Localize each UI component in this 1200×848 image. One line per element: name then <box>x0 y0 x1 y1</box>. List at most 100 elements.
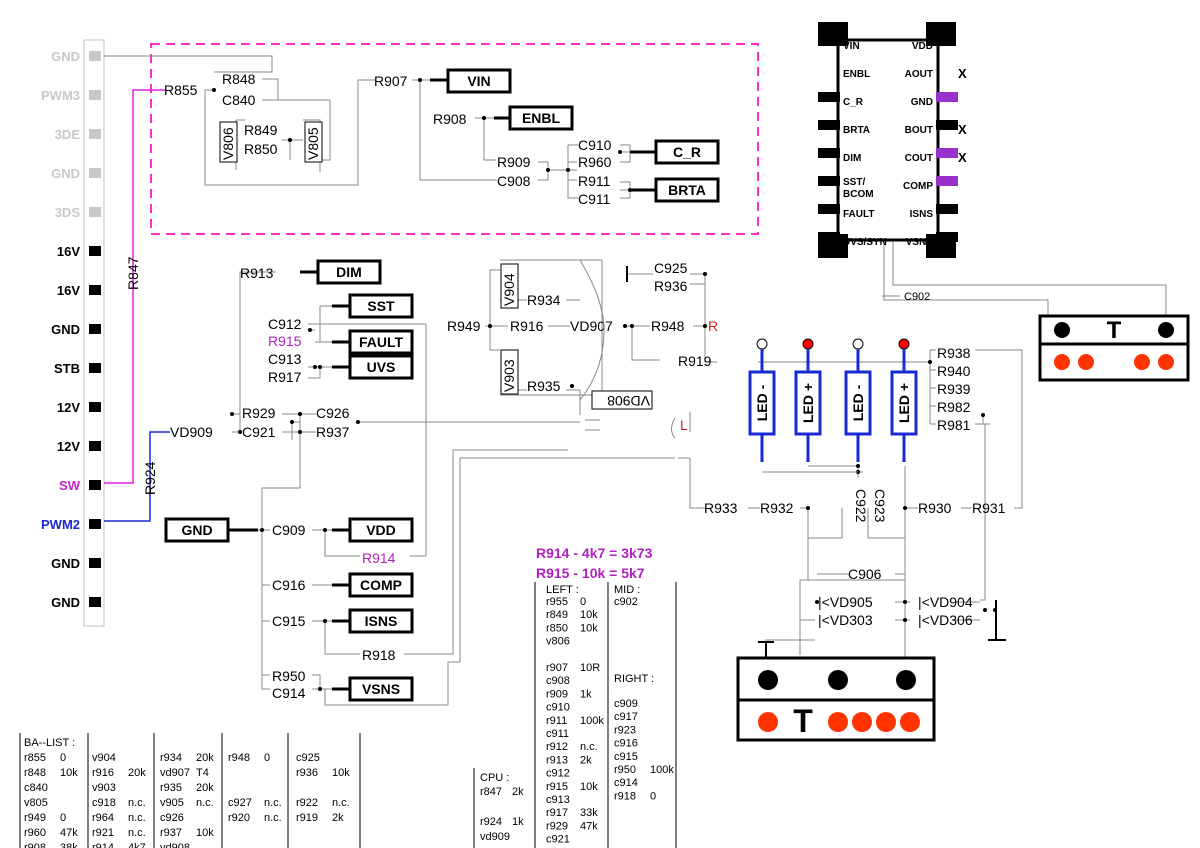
connector-pin-label: STB <box>54 361 80 376</box>
bom-value: T4 <box>196 767 209 779</box>
bom-value: 10k <box>580 622 598 634</box>
svg-text:R934: R934 <box>527 292 561 308</box>
bom-value: 38k <box>60 842 78 848</box>
connector-strip: GNDPWM33DEGND3DS16V16VGNDSTB12V12VSWPWM2… <box>41 39 105 627</box>
led-terminal-dot <box>852 338 864 350</box>
svg-text:T: T <box>793 703 813 739</box>
ic-pin <box>936 232 958 242</box>
bom-ref: r848 <box>24 767 46 779</box>
svg-text:R982: R982 <box>937 399 971 415</box>
svg-text:16: 16 <box>934 28 948 42</box>
led-label: LED - <box>850 384 866 421</box>
svg-text:R935: R935 <box>527 378 561 394</box>
c-r-box: C_R <box>630 139 720 165</box>
svg-text:RIGHT :: RIGHT : <box>614 673 654 685</box>
bom-ref: r849 <box>546 609 568 621</box>
svg-text:GND: GND <box>181 522 212 538</box>
dashed-group-frame <box>150 43 759 235</box>
svg-text:C923: C923 <box>872 489 888 523</box>
svg-text:R919: R919 <box>678 353 712 369</box>
bom-ref: vd909 <box>480 831 510 843</box>
svg-text:R916: R916 <box>510 318 544 334</box>
bom-value: 0 <box>650 790 656 802</box>
svg-text:ISNS: ISNS <box>365 613 398 629</box>
connector-pin-label: GND <box>51 556 80 571</box>
bom-value: n.c. <box>128 812 146 824</box>
svg-text:COMP: COMP <box>360 577 402 593</box>
svg-text:R938: R938 <box>937 345 971 361</box>
svg-text:R914: R914 <box>362 550 396 566</box>
dim-box: DIM <box>300 259 382 285</box>
led-body <box>794 370 822 436</box>
bom-ref: r936 <box>296 767 318 779</box>
bom-value: 33k <box>580 807 598 819</box>
bom-ref: c925 <box>296 752 320 764</box>
led-group: LED -LED +LED -LED + <box>748 338 918 473</box>
ic-pin <box>936 148 958 158</box>
led-label: LED + <box>800 383 816 423</box>
svg-text:R914 - 4k7 = 3k73: R914 - 4k7 = 3k73 <box>536 545 653 561</box>
svg-text:V805: V805 <box>305 127 321 160</box>
bom-value: n.c. <box>332 797 350 809</box>
ground-symbols <box>626 266 1006 658</box>
bom-value: 2k <box>512 786 524 798</box>
bom-ref: r909 <box>546 688 568 700</box>
bom-ref: r949 <box>24 812 46 824</box>
bom-ref: c927 <box>228 797 252 809</box>
svg-text:C913: C913 <box>268 351 302 367</box>
svg-text:+: + <box>902 672 910 688</box>
svg-text:R937: R937 <box>316 424 350 440</box>
svg-text:C910: C910 <box>578 137 612 153</box>
bom-ref: v904 <box>92 752 116 764</box>
led-body <box>748 370 776 436</box>
bom-value: 2k <box>580 754 592 766</box>
vin-box: VIN <box>430 68 512 94</box>
svg-text:R930: R930 <box>918 500 952 516</box>
bom-ref: r847 <box>480 786 502 798</box>
ic-pin-label: C_R <box>843 97 864 108</box>
ic-pin <box>818 232 840 242</box>
svg-text:C925: C925 <box>654 260 688 276</box>
bom-ref: v805 <box>24 797 48 809</box>
bom-ref: r948 <box>228 752 250 764</box>
led-terminal-dot <box>756 338 768 350</box>
connector-pin-label: SW <box>59 478 81 493</box>
led-body <box>844 370 872 436</box>
svg-text:V806: V806 <box>220 127 236 160</box>
svg-text:R932: R932 <box>760 500 794 516</box>
svg-text:R850: R850 <box>244 141 278 157</box>
bom-ref: r908 <box>24 842 46 848</box>
rotated-labels: R847 R924 V806 V805 V904 V903 C922 C923 … <box>125 121 888 523</box>
vdd-box: VDD <box>332 517 414 543</box>
svg-text:T: T <box>1107 317 1122 344</box>
svg-text:C840: C840 <box>222 92 256 108</box>
ic-no-connect-mark: X <box>958 122 967 137</box>
ic-pin-label: FAULT <box>843 209 874 220</box>
bom-ref: r850 <box>546 622 568 634</box>
connector-pin-square <box>89 90 101 100</box>
bom-ref: r955 <box>546 596 568 608</box>
bom-ref: c913 <box>546 794 570 806</box>
svg-text:R918: R918 <box>362 647 396 663</box>
svg-text:C912: C912 <box>268 316 302 332</box>
ic-pin-label: COMP <box>903 181 933 192</box>
ic-pin <box>936 176 958 186</box>
ic-pin-label: BOUT <box>905 125 933 136</box>
svg-text:R939: R939 <box>937 381 971 397</box>
svg-text:SST: SST <box>367 298 395 314</box>
svg-text:R940: R940 <box>937 363 971 379</box>
svg-text:VSNS: VSNS <box>362 681 400 697</box>
connector-pin-label: PWM3 <box>41 88 80 103</box>
svg-text:R950: R950 <box>272 668 306 684</box>
svg-text:R948: R948 <box>651 318 685 334</box>
bom-value: 10R <box>580 662 600 674</box>
svg-text:R907: R907 <box>374 73 408 89</box>
connector-pin-square <box>89 363 101 373</box>
connector-pin-label: GND <box>51 49 80 64</box>
wires <box>104 55 1167 706</box>
bom-value: 20k <box>196 752 214 764</box>
connector-pin-label: GND <box>51 322 80 337</box>
ic-pin-label: DIM <box>843 153 861 164</box>
led-label: LED + <box>896 383 912 423</box>
svg-text:R981: R981 <box>937 417 971 433</box>
